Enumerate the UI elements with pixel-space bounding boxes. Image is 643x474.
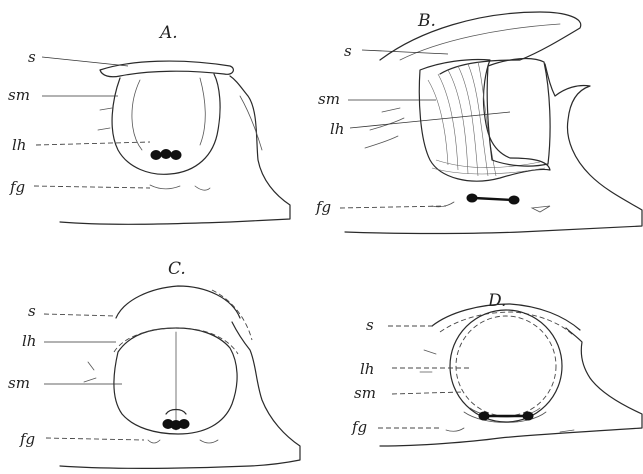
panel-c-s-structure: [116, 286, 240, 318]
panel-a-leader-s: [42, 57, 128, 66]
panel-c-body-outline: [60, 322, 300, 468]
panel-a-label-s: s: [28, 48, 36, 66]
panel-b-sac: [487, 59, 550, 167]
panel-c-label-s: s: [28, 302, 36, 320]
panel-d-sac: [450, 310, 562, 422]
panel-a-sac-inner: [132, 80, 142, 150]
panel-d-leader-sm: [392, 392, 462, 394]
panel-c-leader-fg: [46, 438, 144, 440]
panel-a-fin-ray: [240, 96, 262, 150]
panel-c-sac: [114, 328, 237, 434]
panel-b-leader-fg: [340, 206, 446, 208]
panel-c-s-dashed: [212, 290, 252, 340]
panel-a-leader-lh: [36, 142, 150, 145]
panel-a-fold-lines: [98, 108, 210, 190]
panel-d-label-fg: fg: [351, 418, 367, 436]
panel-b-label-s: s: [344, 42, 352, 60]
panel-b-body-outline: [345, 64, 642, 234]
panel-c-leader-s: [44, 314, 116, 316]
panel-d-label-sm: sm: [354, 384, 376, 402]
panel-b-label-lh: lh: [330, 120, 344, 138]
panel-a-label-sm: sm: [8, 86, 30, 104]
panel-b-leader-s: [362, 50, 448, 54]
panel-a-sac: [112, 74, 220, 174]
panel-d-fold-lines: [420, 350, 574, 432]
panel-a-label-lh: lh: [12, 136, 26, 154]
panel-a: A. s sm lh fg: [8, 23, 290, 224]
panel-a-sac-inner-right: [200, 78, 205, 145]
panel-a-head-spots: [151, 150, 181, 160]
panel-c-label-fg: fg: [19, 430, 35, 448]
panel-a-leader-fg: [34, 186, 150, 188]
panel-b-label-sm: sm: [318, 90, 340, 108]
panel-b-title: B.: [417, 11, 436, 31]
panel-d: D. s lh sm fg: [351, 291, 642, 446]
panel-a-title: A.: [158, 23, 178, 43]
panel-b-head-spots: [467, 194, 519, 204]
panel-b: B. s sm l: [315, 11, 642, 234]
panel-d-label-lh: lh: [360, 360, 374, 378]
panel-c-label-lh: lh: [22, 332, 36, 350]
panel-d-sac-dashed: [456, 316, 556, 416]
panel-a-s-structure: [100, 61, 233, 77]
panel-d-label-s: s: [366, 316, 374, 334]
panel-c-label-sm: sm: [8, 374, 30, 392]
panel-c: C. s lh sm fg: [8, 259, 300, 468]
panel-b-sm-hatched: [419, 59, 550, 181]
panel-b-label-fg: fg: [315, 198, 331, 216]
panel-b-s-structure: [380, 12, 581, 74]
panel-a-label-fg: fg: [9, 178, 25, 196]
panel-c-title: C.: [168, 259, 186, 279]
panel-d-title: D.: [487, 291, 506, 311]
